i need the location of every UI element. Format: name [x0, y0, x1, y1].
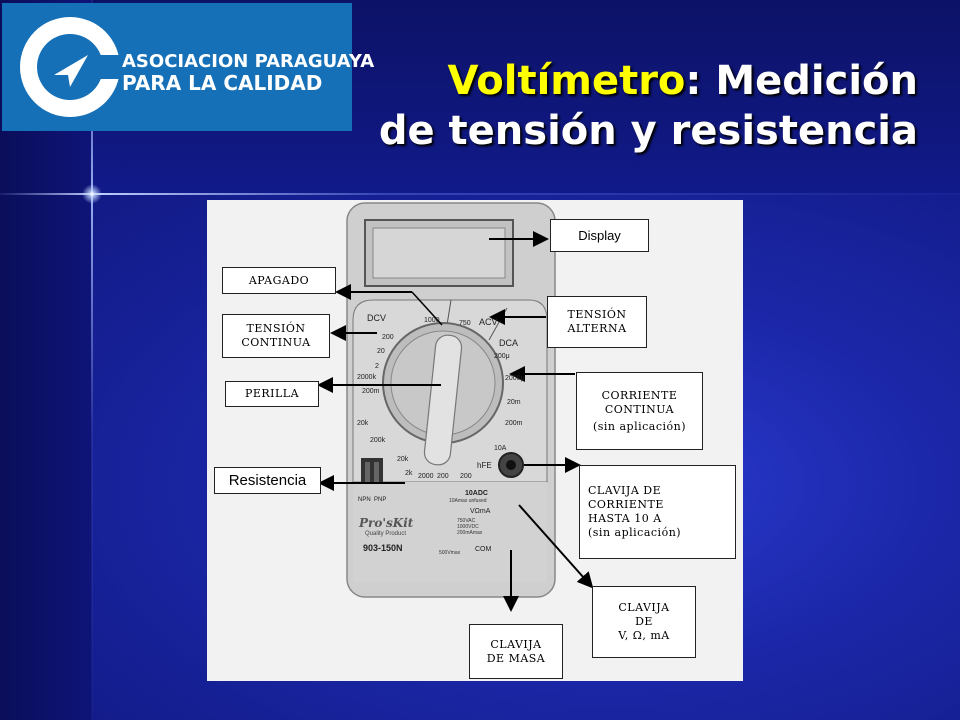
label-clavija-corriente: CLAVIJA DE CORRIENTE HASTA 10 A (sin apl… — [579, 465, 736, 559]
logo-line-1: ASOCIACION PARAGUAYA — [122, 51, 375, 72]
meter-display-glass — [372, 227, 506, 279]
socket-label-pnp: PNP — [374, 497, 387, 503]
scale-mark: 200 — [382, 334, 394, 341]
model-number: 903-150N — [363, 543, 403, 553]
dial-section-dca: DCA — [499, 338, 519, 348]
dial-section-hfe: hFE — [477, 461, 492, 470]
label-perilla: PERILLA — [225, 381, 319, 407]
scale-mark: 200m — [362, 388, 380, 395]
label-display: Display — [550, 219, 649, 252]
sparkle-decoration — [82, 184, 102, 204]
scale-mark: 10A — [494, 445, 507, 452]
dial-section-dcv: DCV — [367, 313, 387, 323]
logo-line-2: PARA LA CALIDAD — [122, 71, 323, 95]
scale-mark: 2000k — [357, 374, 377, 381]
page-title: Voltímetro: Medición de tensión y resist… — [379, 56, 918, 156]
scale-mark: 200μ — [494, 353, 510, 360]
dial-pointer — [423, 334, 463, 466]
brand-tagline: Quality Product — [365, 531, 407, 537]
decorative-horizontal-line — [0, 193, 960, 195]
dial-section-acv: ACV — [479, 317, 498, 327]
scale-mark: 2 — [375, 363, 379, 370]
multimeter-figure: CE DCV ACV DCA hFE 1000 750 200 20 2 200… — [207, 200, 743, 681]
label-tension-alterna: TENSIÓN ALTERNA — [547, 296, 647, 348]
scale-mark: 2k — [405, 470, 413, 477]
scale-mark: 2000μ — [505, 375, 525, 382]
label-clavija-v-ohm-ma: CLAVIJA DE V, Ω, mA — [592, 586, 696, 658]
decorative-vertical-line — [91, 0, 93, 720]
scale-mark: 200k — [370, 437, 386, 444]
socket-label-npn: NPN — [358, 497, 371, 503]
jack-label-com: COM — [475, 546, 492, 553]
brand-logo: Pro'sKit — [359, 516, 414, 530]
jack-note-com: 500Vmax — [439, 550, 461, 556]
label-clavija-masa: CLAVIJA DE MASA — [469, 624, 563, 679]
multimeter-drawing: CE — [317, 202, 594, 612]
jack-label-10a: 10ADC — [465, 490, 488, 497]
scale-mark: 200 — [437, 473, 449, 480]
scale-mark: 20k — [397, 456, 409, 463]
scale-mark: 200 — [460, 473, 472, 480]
scale-mark: 750 — [459, 320, 471, 327]
scale-mark: 20 — [377, 348, 385, 355]
title-highlight: Voltímetro — [447, 58, 686, 104]
scale-mark: 2000 — [418, 473, 434, 480]
jack-note-v-ohm-ma: 750VAC 1000VDC 200mAmax — [457, 518, 483, 536]
title-rest-line-1: : Medición — [685, 58, 918, 104]
logo-mark-icon — [20, 17, 128, 117]
logo: ASOCIACION PARAGUAYA PARA LA CALIDAD — [2, 3, 374, 131]
scale-mark: 1000 — [424, 317, 440, 324]
scale-mark: 200m — [505, 420, 523, 427]
jack-note-10a: 10Amax unfused — [449, 498, 487, 504]
scale-mark: 20k — [357, 420, 369, 427]
label-apagado: APAGADO — [222, 267, 336, 294]
label-corriente-continua: CORRIENTE CONTINUA (sin aplicación) — [576, 372, 703, 450]
title-line-2: de tensión y resistencia — [378, 108, 918, 154]
label-tension-continua: TENSIÓN CONTINUA — [222, 314, 330, 358]
scale-mark: 20m — [507, 399, 521, 406]
label-resistencia: Resistencia — [214, 467, 321, 494]
jack-label-v-ohm-ma: VΩmA — [470, 508, 491, 515]
